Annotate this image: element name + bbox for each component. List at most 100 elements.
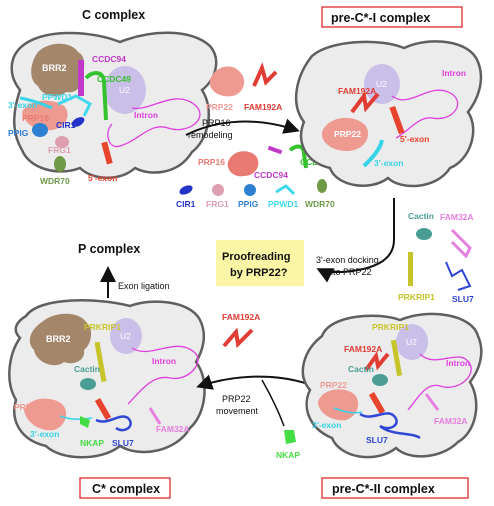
prp22-shape xyxy=(22,100,68,131)
wdr70-label: WDR70 xyxy=(40,176,70,186)
prec2-cactin-shape xyxy=(372,374,388,386)
prec1-fam192a-label: FAM192A xyxy=(338,86,376,96)
prec1-intron-label: Intron xyxy=(442,68,466,78)
prec1-u2-shape xyxy=(364,64,400,104)
prec2-fam32a-label: FAM32A xyxy=(434,416,468,426)
pre-c-star-ii-panel: U2 PRKRIP1 Intron FAM192A Cactin PRP22 3… xyxy=(301,312,483,459)
nkap-released-label: NKAP xyxy=(276,450,300,460)
ppig-shape xyxy=(32,123,48,137)
cstar-prp22-label: PRP22 xyxy=(14,402,41,412)
prec2-u2-label: U2 xyxy=(406,337,417,347)
cstar-exon5-shape xyxy=(94,397,112,421)
prp16-free-label: PRP16 xyxy=(198,157,225,167)
ccdc94-free-shape xyxy=(267,145,283,155)
remodel-step-line1: PRP16 xyxy=(202,118,231,128)
prec2-exon3-label: 3'-exon xyxy=(312,420,341,430)
cstar-fam32a-label: FAM32A xyxy=(156,424,190,434)
arrow-docking xyxy=(316,198,395,283)
ccdc49-shape xyxy=(84,71,108,121)
frg1-free-shape xyxy=(212,184,224,196)
slu7-free-label: SLU7 xyxy=(452,294,474,304)
remodel-step-line2: remodeling xyxy=(188,130,233,140)
exon5-shape xyxy=(101,141,113,165)
frg1-free-label: FRG1 xyxy=(206,199,229,209)
cir1-shape xyxy=(71,117,85,127)
frg1-label: FRG1 xyxy=(48,145,71,155)
proofreading-line1: Proofreading xyxy=(222,251,290,263)
prec2-intron-label: Intron xyxy=(446,358,470,368)
prec2-body xyxy=(301,312,483,459)
fam192a-released-label: FAM192A xyxy=(222,312,260,322)
prec1-fam192a-shape xyxy=(350,91,380,114)
ppwd1-free-label: PPWD1 xyxy=(268,199,299,209)
ppig-label: PPIG xyxy=(8,128,29,138)
prec2-fam192a-shape xyxy=(364,351,390,372)
prec1-prp22-label: PRP22 xyxy=(334,129,361,139)
prec2-fam192a-label: FAM192A xyxy=(344,344,382,354)
cstar-title: C* complex xyxy=(92,482,160,496)
brr2-shape xyxy=(31,43,85,97)
ccdc49-label: CCDC49 xyxy=(97,74,131,84)
arrow-remodeling xyxy=(185,118,300,136)
prec1-u2-label: U2 xyxy=(376,79,387,89)
prec1-exon5-shape xyxy=(389,105,405,135)
cstar-cactin-shape xyxy=(80,378,96,390)
arrow-movement-branch xyxy=(261,379,285,427)
prec2-title: pre-C*-II complex xyxy=(332,482,435,496)
cstar-exon3-label: 3'-exon xyxy=(30,429,59,439)
cstar-fam32a-shape xyxy=(148,407,162,425)
released-factors-top: PRP22 FAM192A PRP16 CCDC94 CCDC49 CIR1 F… xyxy=(176,62,335,209)
u2-label: U2 xyxy=(119,85,130,95)
prec1-title-box xyxy=(321,6,463,28)
prec2-intron-path xyxy=(407,353,472,411)
cstar-brr2-label: BRR2 xyxy=(46,334,71,344)
prp22-free-shape xyxy=(209,66,245,97)
c-complex-title: C complex xyxy=(82,8,145,22)
ccdc94-free-label: CCDC94 xyxy=(254,170,288,180)
exon3-path xyxy=(19,96,53,110)
wdr70-free-shape xyxy=(317,179,327,193)
pre-c-star-i-panel: U2 Intron FAM192A PRP22 5'-exon 3'-exon xyxy=(295,40,483,188)
proofreading-line2: by PRP22? xyxy=(230,267,288,279)
fam32a-free-shape xyxy=(450,228,472,259)
released-factors-bottom: FAM192A NKAP xyxy=(222,312,300,460)
exon5-label: 5'-exon xyxy=(88,173,117,183)
prec2-title-box xyxy=(321,477,469,499)
intron-path xyxy=(107,98,201,148)
prec2-slu7-shape xyxy=(359,412,421,440)
c-star-panel: BRR2 U2 PRKRIP1 Intron Cactin PRP22 3'-e… xyxy=(8,299,206,459)
prec1-exon5-label: 5'-exon xyxy=(400,134,429,144)
ligation-label: Exon ligation xyxy=(118,281,170,291)
wdr70-shape xyxy=(54,156,66,172)
prkrip1-free-shape xyxy=(408,252,413,286)
cstar-u2-label: U2 xyxy=(120,331,131,341)
fam192a-free-label: FAM192A xyxy=(244,102,282,112)
movement-step-line1: PRP22 xyxy=(222,394,251,404)
ppig-free-label: PPIG xyxy=(238,199,259,209)
brr2-label: BRR2 xyxy=(42,63,67,73)
cstar-u2-shape xyxy=(110,318,142,354)
docking-step-line2: into PRP22 xyxy=(326,267,372,277)
cstar-prkrip1-shape xyxy=(94,341,107,383)
prec1-prp22-shape xyxy=(321,117,369,152)
wdr70-free-label: WDR70 xyxy=(305,199,335,209)
cstar-slu7-shape xyxy=(95,415,132,432)
cstar-prkrip1-label: PRKRIP1 xyxy=(84,322,121,332)
cir1-label: CIR1 xyxy=(56,120,76,130)
cir1-free-shape xyxy=(179,185,193,195)
joining-factors: Cactin FAM32A PRKRIP1 SLU7 xyxy=(398,211,474,304)
cactin-free-shape xyxy=(416,228,432,240)
cstar-slu7-label: SLU7 xyxy=(112,438,134,448)
prec2-slu7-label: SLU7 xyxy=(366,435,388,445)
cstar-cactin-label: Cactin xyxy=(74,364,100,374)
cactin-free-label: Cactin xyxy=(408,211,434,221)
prp16-free-shape xyxy=(227,151,259,177)
nkap-released-shape xyxy=(284,430,296,444)
cstar-brr2-shape xyxy=(29,313,92,366)
ppig-free-shape xyxy=(244,184,256,196)
cstar-prp22-shape xyxy=(24,398,67,431)
cstar-intron-label: Intron xyxy=(152,356,176,366)
cstar-nkap-shape xyxy=(80,416,90,428)
cstar-nkap-label: NKAP xyxy=(80,438,104,448)
